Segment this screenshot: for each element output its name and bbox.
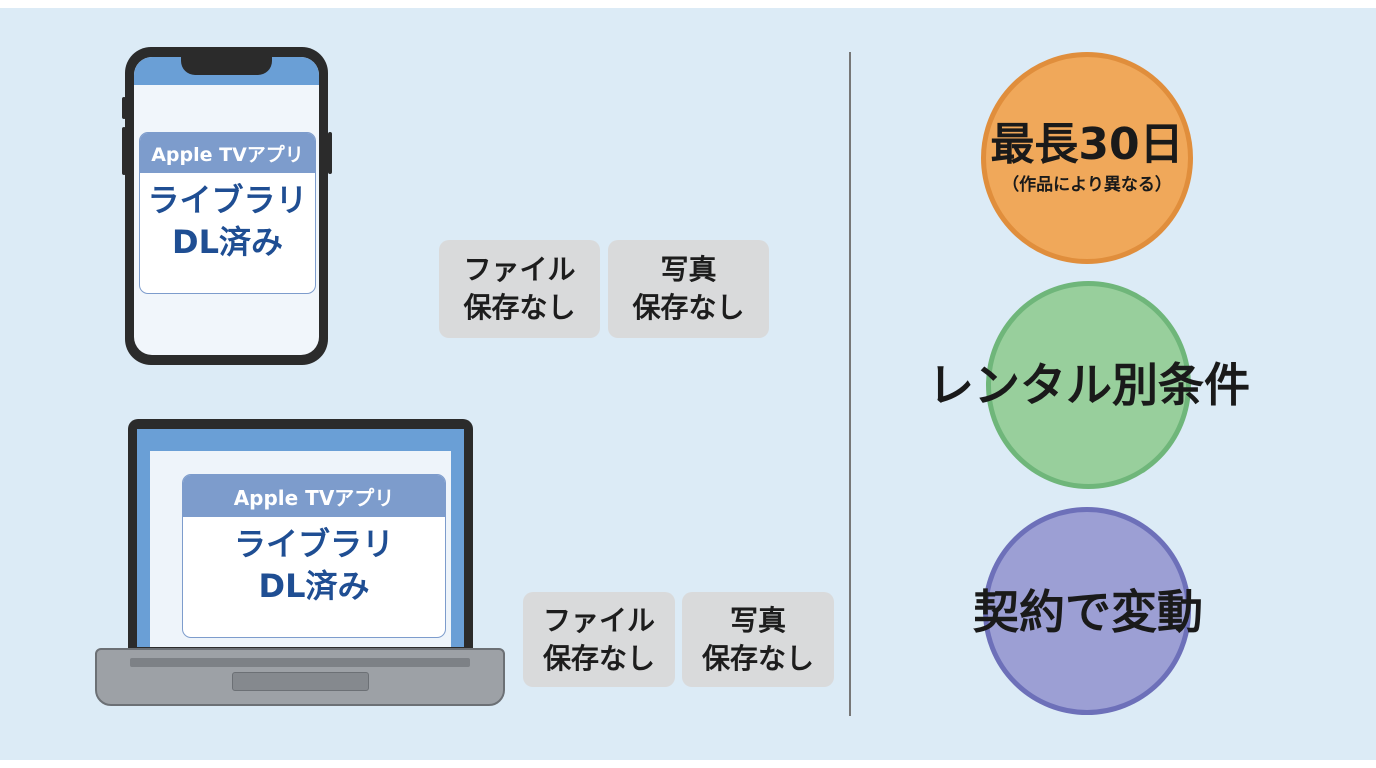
phone-app-card: Apple TVアプリ ライブラリ DL済み (139, 132, 316, 294)
phone-downloaded-text: DL済み (172, 223, 283, 261)
laptop-app-card: Apple TVアプリ ライブラリ DL済み (182, 474, 446, 638)
laptop-app-status: ライブラリ DL済み (183, 517, 445, 607)
laptop-photo-tag: 写真 保存なし (682, 592, 834, 687)
phone-app-status: ライブラリ DL済み (140, 173, 315, 263)
smartphone-screen: Apple TVアプリ ライブラリ DL済み (134, 57, 319, 355)
laptop-screen: Apple TVアプリ ライブラリ DL済み (137, 429, 464, 647)
laptop: Apple TVアプリ ライブラリ DL済み (128, 419, 473, 655)
laptop-app-label: Apple TVアプリ (183, 475, 445, 517)
rental-circle (986, 281, 1191, 489)
vertical-divider (849, 52, 851, 716)
laptop-library-text: ライブラリ (233, 525, 394, 563)
phone-volume-button (122, 127, 126, 175)
phone-power-button (328, 132, 332, 174)
laptop-window: Apple TVアプリ ライブラリ DL済み (150, 451, 451, 647)
laptop-downloaded-text: DL済み (258, 567, 370, 605)
duration-note: （作品により異なる） (1002, 175, 1172, 195)
smartphone-notch (181, 57, 272, 75)
rental-condition-text: レンタル別条件 (928, 358, 1250, 412)
contract-circle (983, 507, 1191, 715)
duration-circle: 最長30日 （作品により異なる） (981, 52, 1193, 264)
contract-condition-text: 契約で変動 (973, 585, 1203, 639)
phone-library-text: ライブラリ (147, 181, 308, 219)
laptop-keyboard (130, 658, 470, 667)
phone-side-button (122, 97, 126, 119)
smartphone: Apple TVアプリ ライブラリ DL済み (125, 47, 328, 365)
laptop-file-tag: ファイル 保存なし (523, 592, 675, 687)
laptop-touchpad (232, 672, 369, 691)
phone-file-tag: ファイル 保存なし (439, 240, 600, 338)
laptop-base (95, 648, 505, 706)
phone-app-label: Apple TVアプリ (140, 133, 315, 173)
phone-photo-tag: 写真 保存なし (608, 240, 769, 338)
duration-text: 最長30日 (990, 119, 1184, 170)
